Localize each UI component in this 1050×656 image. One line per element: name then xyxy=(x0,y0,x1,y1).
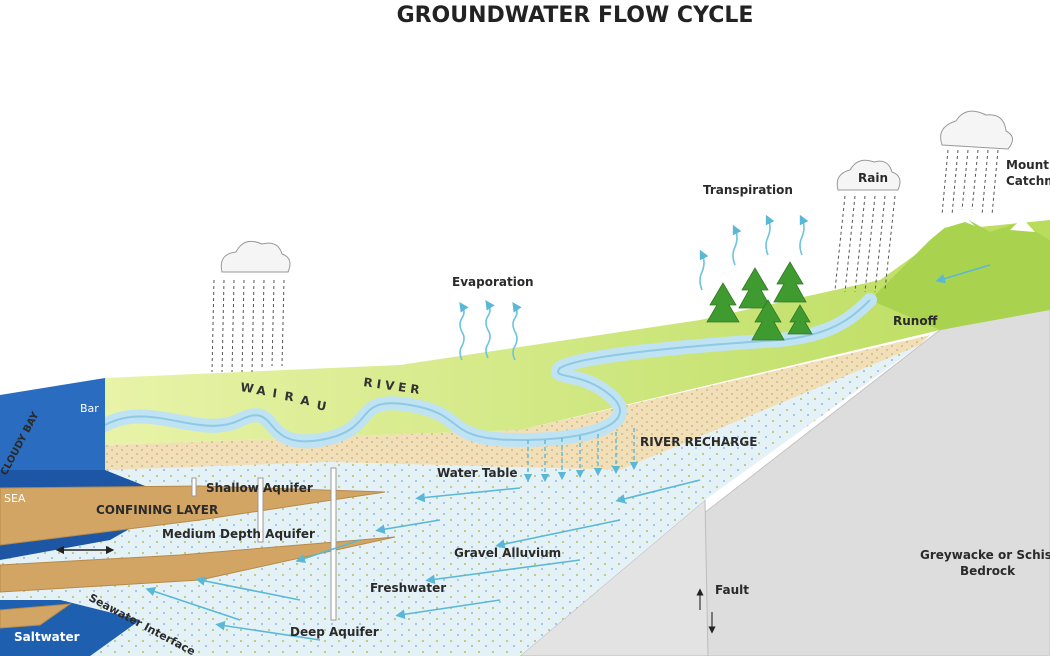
evaporation-arrows xyxy=(459,300,522,361)
confining-layer-upper xyxy=(0,485,386,546)
mountain xyxy=(870,215,1050,330)
label-water-table: Water Table xyxy=(437,466,517,480)
label-shallow-aquifer: Shallow Aquifer xyxy=(206,481,313,495)
label-river-recharge: RIVER RECHARGE xyxy=(640,435,757,449)
trees xyxy=(706,261,813,341)
label-evaporation: Evaporation xyxy=(452,275,534,289)
label-river-i: I xyxy=(272,386,282,401)
well-deep xyxy=(330,467,337,621)
label-deep-aquifer: Deep Aquifer xyxy=(290,625,379,639)
land-surface xyxy=(105,220,1050,445)
diagram-title: GROUNDWATER FLOW CYCLE xyxy=(397,3,754,28)
label-mount: Mount xyxy=(1006,158,1049,172)
cloud-middle-icon xyxy=(834,159,901,293)
label-river-u: U xyxy=(315,398,331,414)
river-recharge-arrows xyxy=(523,428,639,483)
mountain-snow xyxy=(945,212,1035,232)
well-medium xyxy=(257,477,264,543)
label-gravel-alluvium: Gravel Alluvium xyxy=(454,546,561,560)
label-river-r1: R xyxy=(284,389,299,405)
well-shallow xyxy=(191,477,197,497)
label-river-a2: A xyxy=(300,393,315,409)
label-transpiration: Transpiration xyxy=(703,183,793,197)
label-confining-layer: CONFINING LAYER xyxy=(96,503,218,517)
label-bar: Bar xyxy=(80,402,99,415)
label-river-a1: A xyxy=(256,383,271,399)
label-fault: Fault xyxy=(715,583,749,597)
label-medium-depth-aquifer: Medium Depth Aquifer xyxy=(162,527,315,541)
cloud-right-icon xyxy=(940,110,1013,216)
label-saltwater: Saltwater xyxy=(14,630,80,644)
transpiration-arrows xyxy=(699,214,809,291)
cloud-left-icon xyxy=(211,240,291,373)
label-rain: Rain xyxy=(858,171,888,185)
label-sea: SEA xyxy=(4,492,26,505)
sea xyxy=(0,378,105,470)
label-freshwater: Freshwater xyxy=(370,581,446,595)
label-catchment: Catchm xyxy=(1006,174,1050,188)
groundwater-flow-arrows xyxy=(145,264,991,641)
label-river-w: W xyxy=(240,380,259,396)
label-greywacke: Greywacke or Schist xyxy=(920,548,1050,562)
label-runoff: Runoff xyxy=(893,314,938,328)
confining-layer-base xyxy=(0,603,72,629)
label-bedrock: Bedrock xyxy=(960,564,1016,578)
